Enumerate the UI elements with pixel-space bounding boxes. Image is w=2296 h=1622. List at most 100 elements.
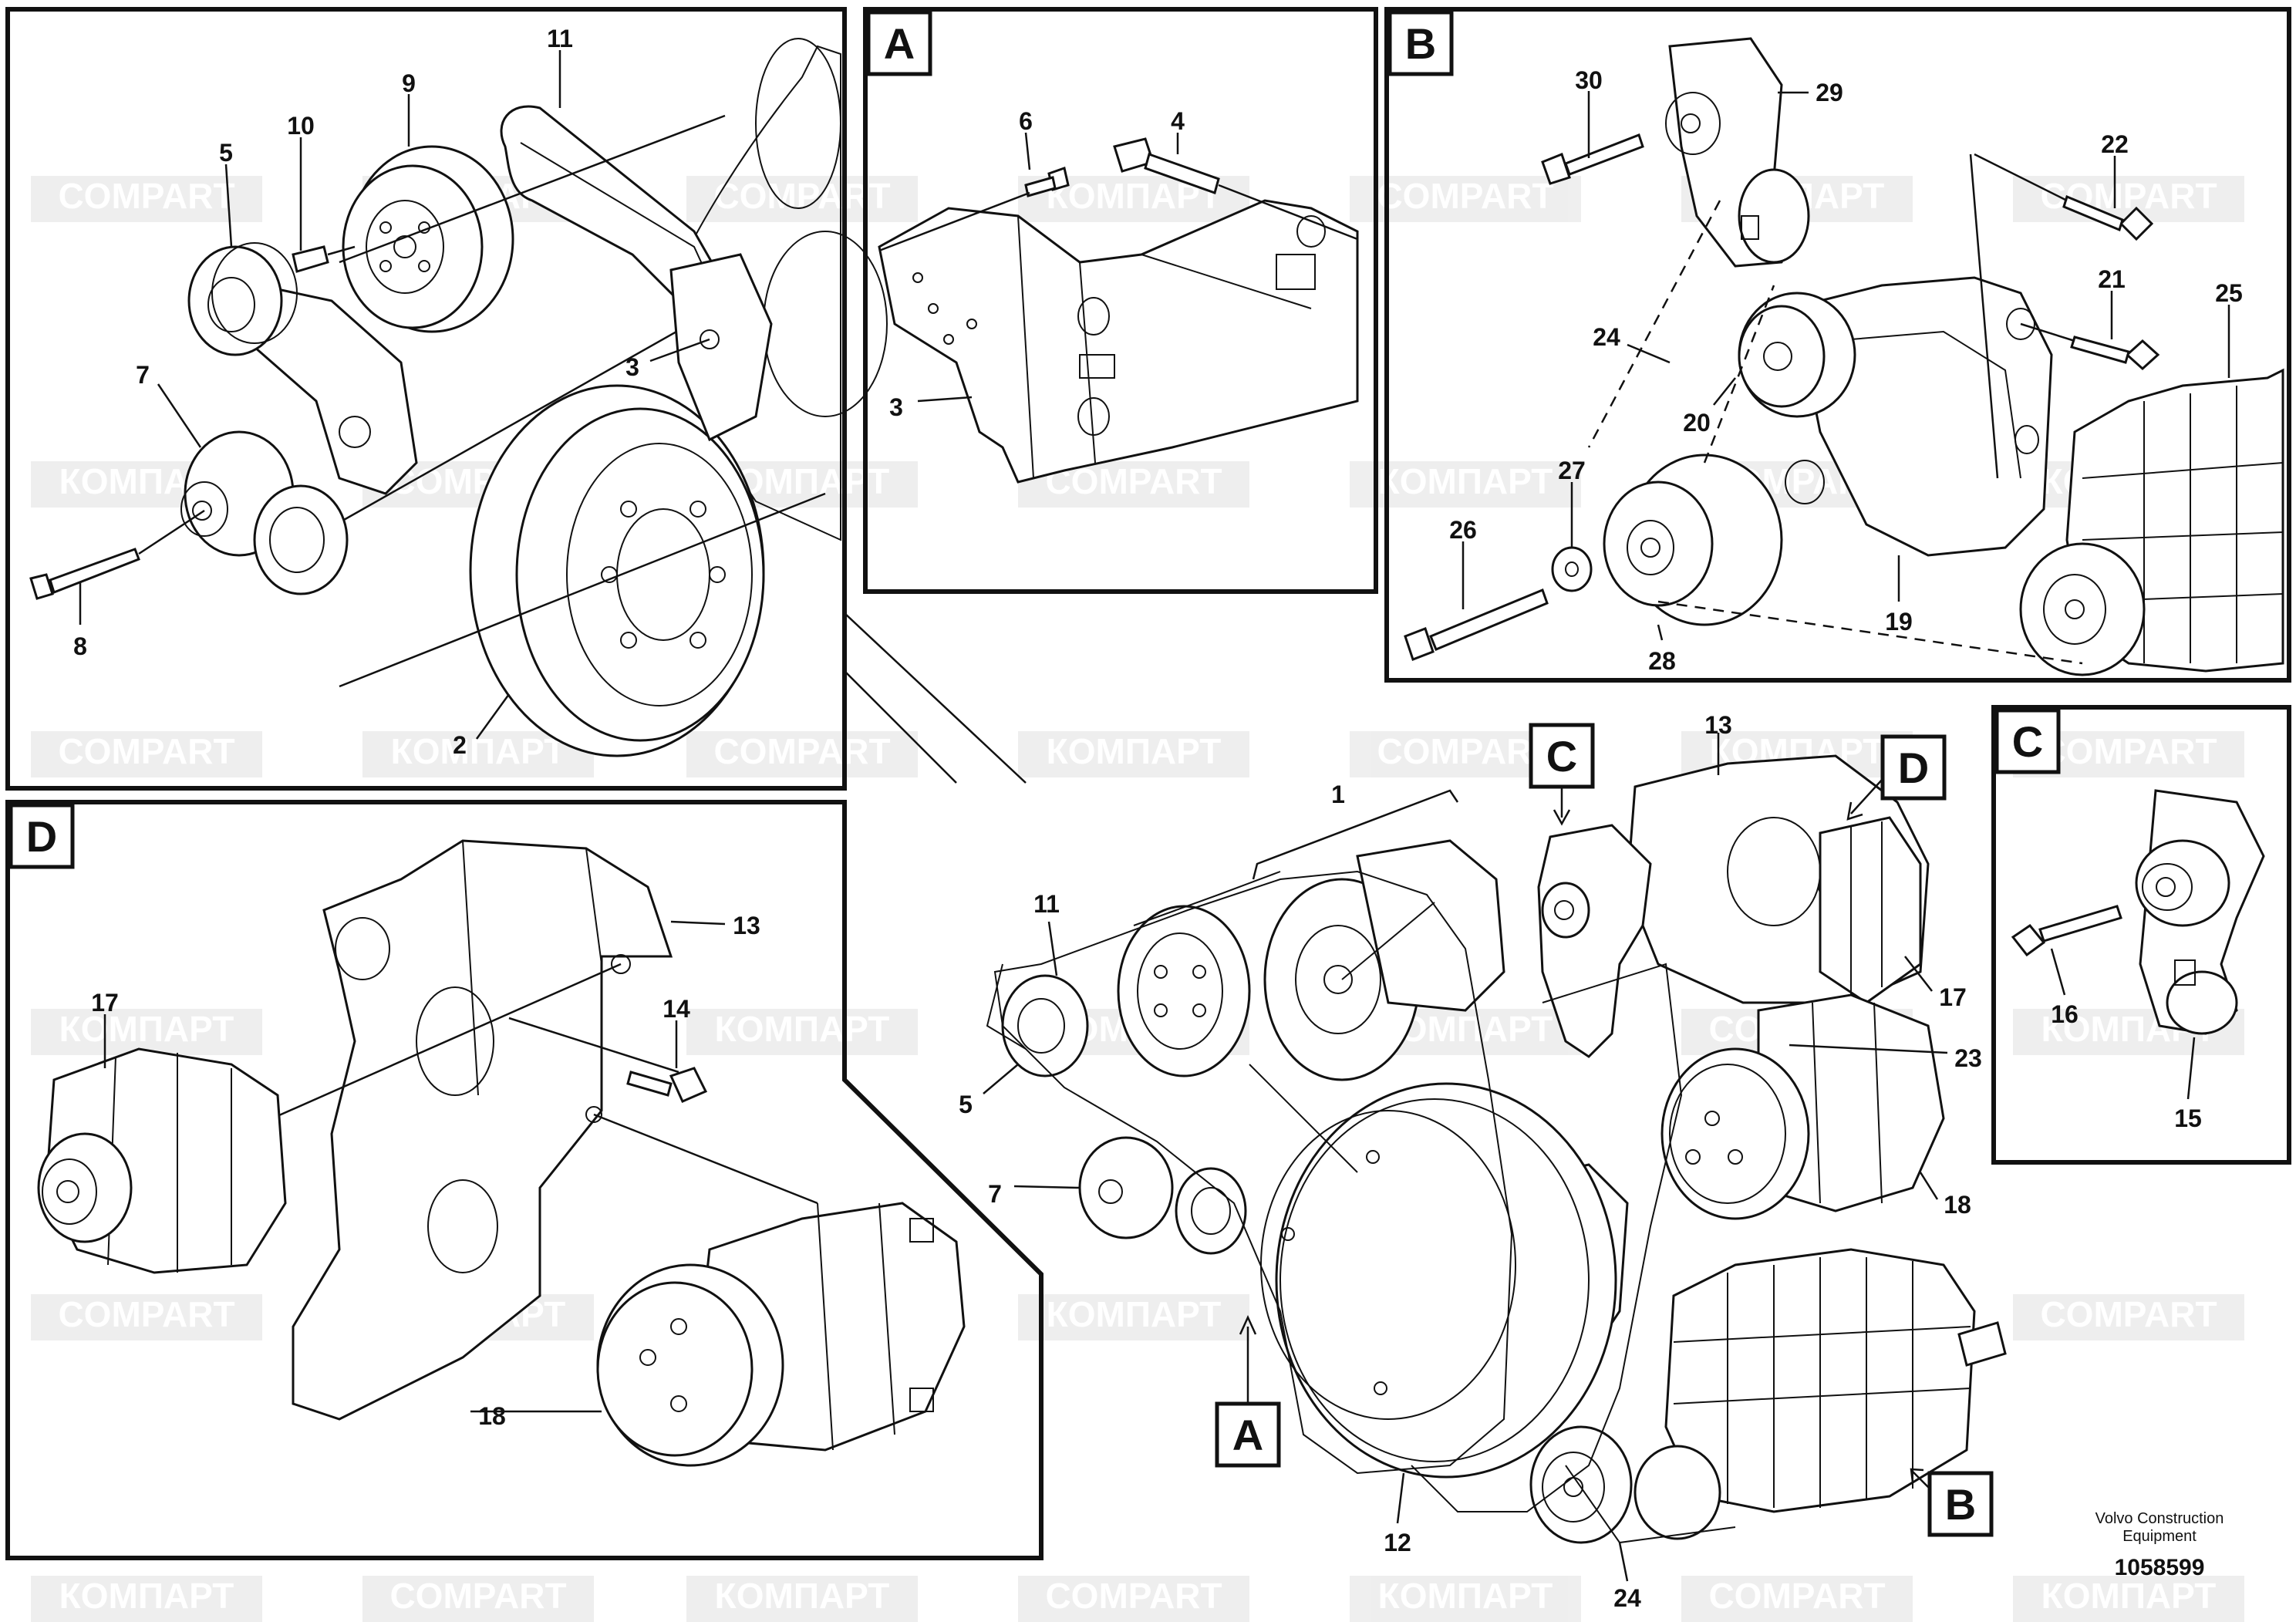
zoom-line [844, 612, 1027, 784]
callout-leader [1627, 343, 1671, 364]
callout-main-1: 1 [1331, 781, 1345, 808]
callout-bracket [1252, 789, 1459, 880]
watermark-band [686, 1009, 918, 1055]
callout-detail-d-18: 18 [478, 1402, 506, 1430]
watermark-text: КОМПАРТ [2041, 1576, 2217, 1616]
watermark-band [362, 1576, 594, 1622]
callout-detail-b-28: 28 [1648, 647, 1676, 675]
watermark-text: COMPART [2040, 1294, 2217, 1334]
part-number: 1058599 [2115, 1555, 2205, 1580]
watermark-band [31, 176, 262, 222]
callout-leader [224, 164, 233, 248]
main-ref-b: B [1945, 1480, 1976, 1529]
watermark-text: COMPART [58, 176, 234, 216]
callout-main-17: 17 [1939, 983, 1967, 1011]
callout-detail-b-27: 27 [1558, 457, 1586, 484]
callout-detail-top-left-10: 10 [287, 112, 315, 140]
watermark-band [686, 1576, 918, 1622]
callout-detail-d-13: 13 [733, 912, 760, 939]
callout-leader [649, 338, 710, 363]
watermark-text: КОМПАРТ [1378, 1576, 1553, 1616]
callout-detail-top-left-2: 2 [453, 731, 467, 759]
callout-detail-top-left-9: 9 [402, 69, 416, 97]
callout-leader [2186, 1037, 2196, 1100]
callout-leader [1024, 132, 1031, 170]
main-ref-a: A [1232, 1411, 1263, 1459]
watermark-band [1350, 1576, 1581, 1622]
callout-main-12: 12 [1384, 1529, 1411, 1556]
detail-c-drawing [2011, 789, 2265, 1035]
watermark-band [1681, 1576, 1913, 1622]
main-assembly-drawing [986, 754, 2007, 1544]
callout-leader [1919, 1172, 1939, 1200]
watermark-text: COMPART [713, 731, 890, 771]
callout-main-7: 7 [988, 1180, 1002, 1208]
watermark-band [31, 1576, 262, 1622]
watermark-text: COMPART [2040, 731, 2217, 771]
watermark-text: КОМПАРТ [1047, 731, 1222, 771]
callout-detail-d-14: 14 [663, 995, 690, 1023]
detail-c-frame [1991, 705, 2291, 1165]
watermark-band [31, 1009, 262, 1055]
watermark-text: COMPART [1045, 1576, 1222, 1616]
callout-leader [983, 1064, 1019, 1094]
callout-detail-a-4: 4 [1171, 107, 1185, 135]
watermark-band [2013, 1294, 2244, 1340]
callout-main-18: 18 [1944, 1191, 1971, 1219]
callout-detail-b-24: 24 [1593, 323, 1620, 351]
watermark-text: COMPART [58, 1294, 234, 1334]
detail-b-frame [1384, 7, 2291, 683]
main-ref-d: D [1898, 744, 1929, 792]
detail-c-label: C [2012, 717, 2043, 766]
maker-line-2: Equipment [2122, 1528, 2197, 1545]
callout-detail-b-20: 20 [1683, 409, 1711, 437]
watermark-band [686, 176, 918, 222]
callout-leader [475, 693, 511, 740]
callout-main-23: 23 [1954, 1044, 1982, 1072]
callout-leader [1396, 1472, 1405, 1524]
callout-detail-b-22: 22 [2101, 130, 2129, 158]
detail-a-drawing [878, 137, 1359, 484]
callout-main-13: 13 [1704, 711, 1732, 739]
watermark-text: КОМПАРТ [59, 1576, 234, 1616]
watermark-band [31, 1294, 262, 1340]
callout-detail-b-21: 21 [2098, 265, 2126, 293]
reference-labels: A B C D A B C D [8, 10, 2061, 1537]
detail-a-label: A [884, 19, 915, 68]
watermark-text: COMPART [713, 176, 890, 216]
callout-detail-b-19: 19 [1885, 608, 1913, 636]
callout-detail-top-left-3: 3 [625, 353, 639, 381]
callout-leader [917, 396, 973, 403]
callout-leader [1789, 1044, 1948, 1054]
watermark-band [686, 731, 918, 777]
maker-line-1: Volvo Construction [2095, 1510, 2224, 1527]
callout-main-5: 5 [959, 1091, 973, 1118]
callout-detail-a-6: 6 [1019, 107, 1033, 135]
detail-b-drawing [1404, 37, 2284, 676]
callout-detail-top-left-7: 7 [136, 361, 150, 389]
watermark-text: КОМПАРТ [715, 1576, 890, 1616]
watermark-text: КОМПАРТ [715, 1009, 890, 1049]
detail-top-left-drawing [29, 38, 888, 757]
watermark-text: КОМПАРТ [1047, 1294, 1222, 1334]
callout-detail-top-left-11: 11 [547, 25, 573, 52]
watermark-text: КОМПАРТ [1378, 461, 1553, 501]
callout-detail-top-left-8: 8 [73, 632, 87, 660]
callout-detail-c-15: 15 [2174, 1104, 2202, 1132]
callout-main-11: 11 [1033, 890, 1060, 918]
watermark-band [31, 731, 262, 777]
callout-main-24: 24 [1613, 1584, 1641, 1612]
callout-leader [1047, 921, 1058, 976]
watermark-text: COMPART [1377, 176, 1553, 216]
callout-leader [1618, 1542, 1629, 1582]
detail-b-label: B [1405, 19, 1436, 68]
callout-leader [670, 920, 726, 926]
watermark-text: COMPART [58, 731, 234, 771]
callout-detail-c-16: 16 [2051, 1000, 2079, 1028]
watermark-text: COMPART [1377, 731, 1553, 771]
callout-leader [1013, 1185, 1081, 1189]
detail-top-left-frame [5, 7, 847, 791]
callout-detail-b-30: 30 [1575, 66, 1603, 94]
callout-detail-top-left-5: 5 [219, 139, 233, 167]
